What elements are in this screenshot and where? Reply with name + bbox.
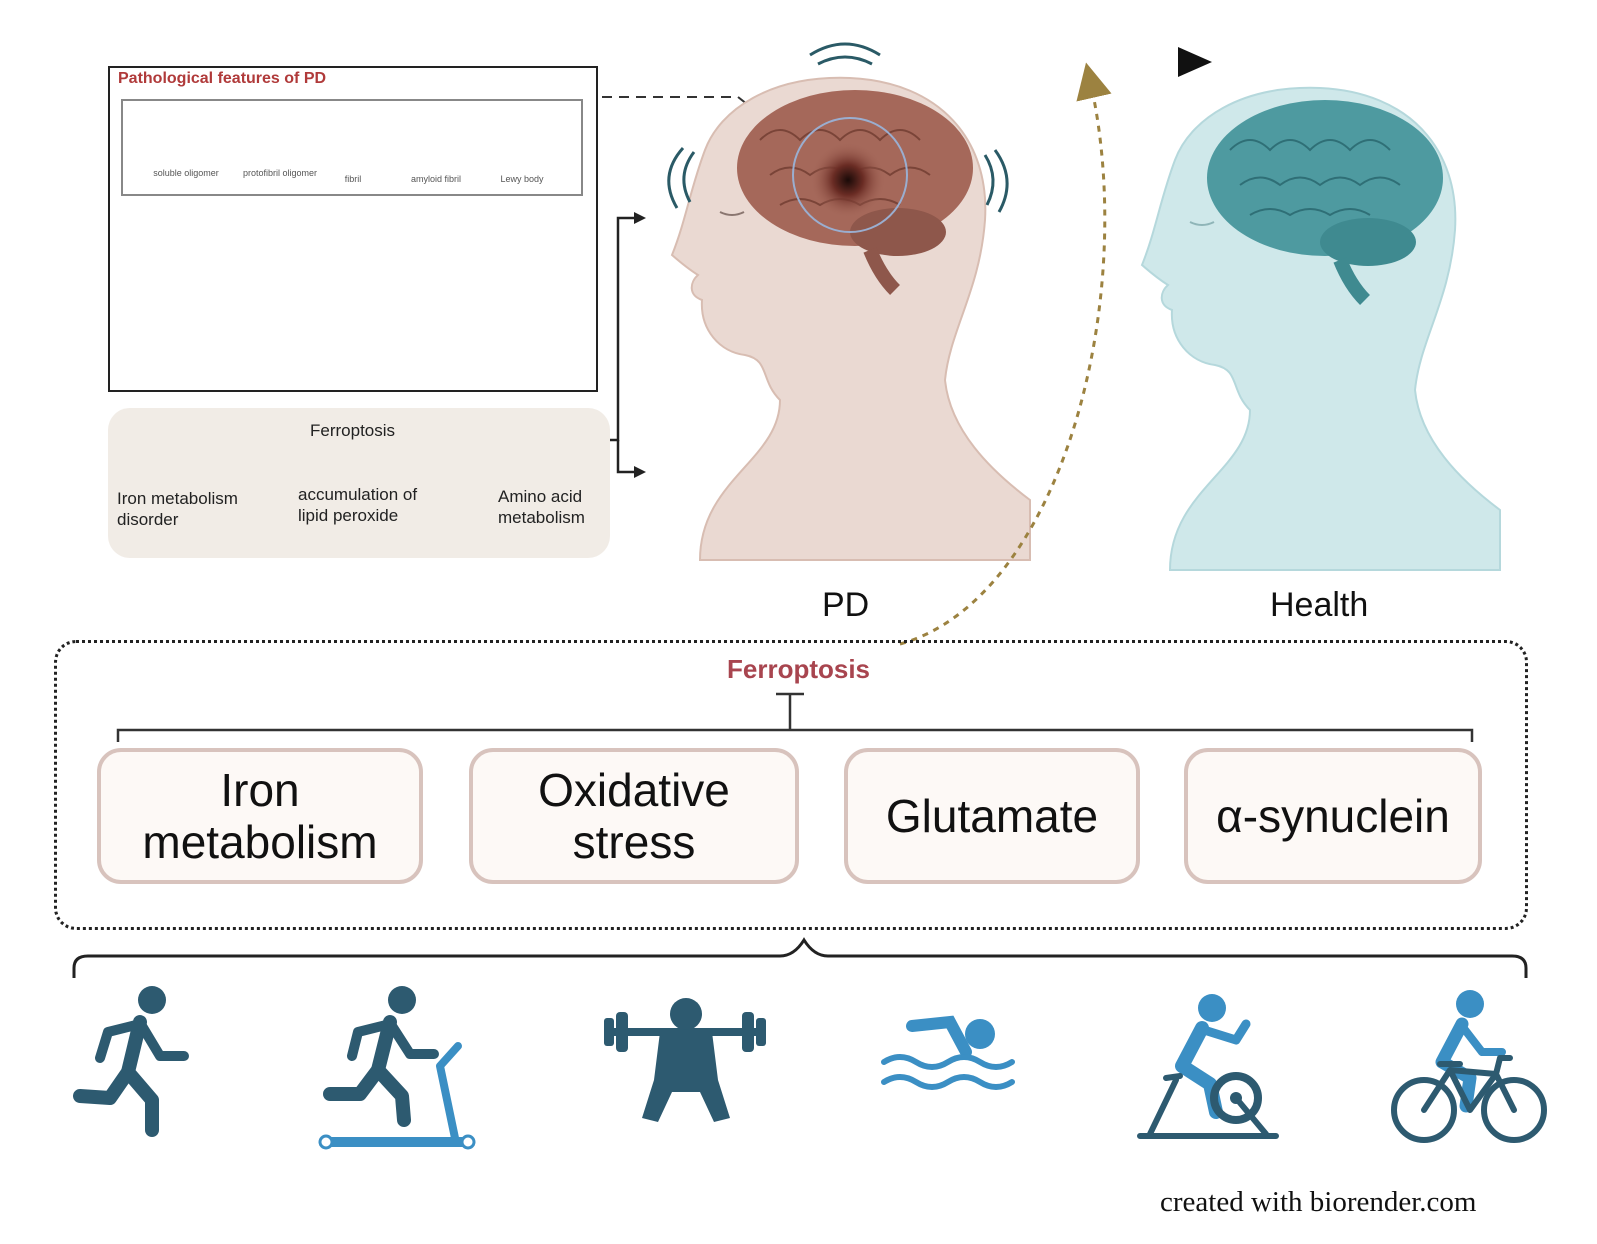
factor-iron-metabolism: Iron metabolism [97,748,423,884]
lipid-peroxide-label: accumulation of lipid peroxide [298,484,443,526]
pathology-title: Pathological features of PD [118,70,326,88]
swimming-icon [884,1019,1012,1087]
credit-text: created with biorender.com [1160,1186,1476,1219]
ferroptosis-panel-title: Ferroptosis [310,420,395,441]
factor-alpha-synuclein: α-synuclein [1184,748,1482,884]
pd-label: PD [822,586,869,625]
stage-label-amyloid-fibril: amyloid fibril [396,174,476,185]
iron-metabolism-disorder-label: Iron metabolism disorder [117,488,267,530]
weightlifting-icon [604,998,766,1122]
running-icon [80,986,184,1130]
factor-label: α-synuclein [1216,790,1450,842]
stage-label-soluble-oligomer: soluble oligomer [146,168,226,179]
factor-label: Oxidative stress [514,764,754,868]
stage-label-lewy-body: Lewy body [482,174,562,185]
pd-head-icon [672,78,1030,560]
cycling-icon [1394,990,1544,1140]
factor-glutamate: Glutamate [844,748,1140,884]
stage-label-protofibril-oligomer: protofibril oligomer [240,168,320,179]
stage-label-fibril: fibril [313,174,393,185]
stationary-bike-icon [1140,994,1276,1136]
mechanism-title: Ferroptosis [0,654,1597,685]
health-head-icon [1142,88,1500,570]
health-label: Health [1270,586,1368,625]
treadmill-icon [320,986,474,1148]
amino-acid-metabolism-label: Amino acid metabolism [498,486,606,528]
factor-label: Glutamate [886,790,1098,842]
factor-oxidative-stress: Oxidative stress [469,748,799,884]
factor-label: Iron metabolism [140,764,380,868]
